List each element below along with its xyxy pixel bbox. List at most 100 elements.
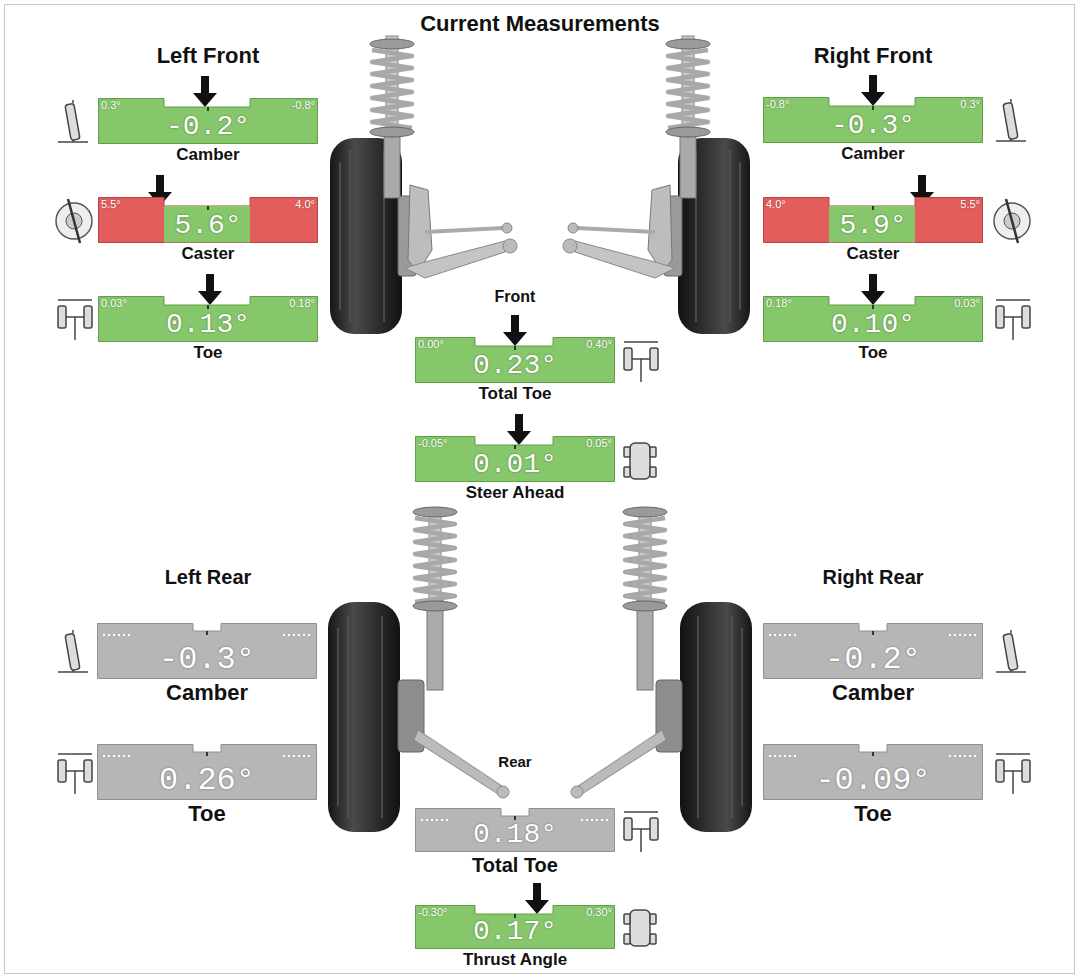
thrust-angle-icon [624, 910, 656, 946]
placeholder-dots [103, 755, 131, 757]
camber-icon [58, 630, 88, 672]
measurement-value: 0.26° [97, 765, 317, 797]
gauge-fill [416, 338, 615, 383]
range-limit: -0.30° [418, 906, 447, 919]
gauge-fill [416, 437, 615, 482]
range-limit: -0.8° [766, 98, 789, 111]
range-limit: 0.40° [586, 338, 612, 351]
gauge-box: 0.00°0.40°0.23°Total Toe [415, 337, 615, 404]
total-toe-icon [624, 342, 658, 382]
gauge-box: 0.3°-0.8°-0.2°Camber [98, 98, 318, 165]
placeholder-dots [769, 755, 797, 757]
range-limit: 0.30° [586, 906, 612, 919]
pointer-arrow [861, 274, 885, 305]
gauge-caption: Toe [77, 802, 337, 826]
gauge-box: -0.05°0.05°0.01°Steer Ahead [415, 436, 615, 503]
center-tick [207, 107, 209, 111]
pointer-arrow [507, 414, 531, 445]
measurement-value: 0.17° [415, 918, 615, 946]
rear-left-wheel [328, 507, 509, 832]
section-heading: Right Rear [723, 566, 1023, 588]
gauge-fill [99, 99, 318, 144]
steer-ahead-icon [624, 443, 656, 479]
toe-icon [58, 300, 92, 340]
gauge-box: 4.0°5.5°5.9°Caster [763, 197, 983, 264]
measurement-value: -0.3° [97, 644, 317, 676]
gauge-fill [764, 624, 983, 679]
measurement-value: 0.01° [415, 451, 615, 479]
gauge-caption: Thrust Angle [395, 951, 635, 970]
range-limit: 0.3° [960, 98, 980, 111]
gauge-box: -0.09°Toe [763, 744, 983, 827]
measurement-value: 5.9° [763, 212, 983, 240]
section-heading: Left Front [58, 44, 358, 68]
gauge-fill [98, 624, 317, 679]
gauge-caption: Toe [743, 344, 1003, 363]
pointer-arrow [861, 75, 885, 106]
front-left-wheel [330, 36, 517, 334]
range-limit: 4.0° [766, 198, 786, 211]
gauge-caption: Camber [743, 145, 1003, 164]
center-tick [514, 816, 516, 820]
gauge-box: -0.3°Camber [97, 623, 317, 706]
gauge-box: -0.8°0.3°-0.3°Camber [763, 97, 983, 164]
placeholder-dots [103, 634, 131, 636]
range-limit: -0.8° [292, 99, 315, 112]
range-limit: 5.5° [101, 198, 121, 211]
measurement-value: 0.10° [763, 311, 983, 339]
range-limit: 0.18° [289, 297, 315, 310]
section-heading: Rear [365, 754, 665, 771]
gauge-caption: Caster [78, 245, 338, 264]
gauge-box: 0.03°0.18°0.13°Toe [98, 296, 318, 363]
gauge-caption: Total Toe [395, 854, 635, 876]
range-limit: 0.00° [418, 338, 444, 351]
placeholder-dots [769, 634, 797, 636]
gauge-caption: Steer Ahead [395, 484, 635, 503]
toe-icon [996, 300, 1030, 340]
gauge-fill [764, 198, 983, 243]
gauge-fill [764, 98, 983, 143]
gauge-caption: Toe [743, 802, 1003, 826]
measurement-value: 0.18° [415, 821, 615, 849]
placeholder-dots [949, 634, 977, 636]
rear-right-wheel [571, 507, 752, 832]
section-heading: Front [365, 288, 665, 306]
center-tick [207, 206, 209, 210]
caster-icon [56, 199, 92, 243]
placeholder-dots [283, 755, 311, 757]
range-limit: 0.03° [954, 297, 980, 310]
placeholder-dots [581, 819, 609, 821]
pointer-arrow [503, 315, 527, 346]
camber-icon [996, 99, 1026, 141]
measurement-value: -0.3° [763, 112, 983, 140]
center-tick [872, 631, 874, 635]
section-heading: Right Front [723, 44, 1023, 68]
placeholder-dots [421, 819, 449, 821]
measurement-value: -0.2° [98, 113, 318, 141]
gauge-fill [99, 297, 318, 342]
placeholder-dots [283, 634, 311, 636]
gauge-caption: Camber [78, 146, 338, 165]
gauge-caption: Caster [743, 245, 1003, 264]
range-limit: 0.03° [101, 297, 127, 310]
range-limit: 0.18° [766, 297, 792, 310]
gauge-fill [416, 906, 615, 949]
pointer-arrow [193, 76, 217, 107]
range-limit: 5.5° [960, 198, 980, 211]
gauge-caption: Camber [77, 681, 337, 705]
gauge-fill [99, 198, 318, 243]
camber-icon [58, 100, 88, 142]
gauge-box: 0.18°Total Toe [415, 808, 615, 876]
gauge-box: -0.30°0.30°0.17°Thrust Angle [415, 905, 615, 970]
gauge-box: -0.2°Camber [763, 623, 983, 706]
caster-icon [994, 199, 1030, 243]
measurement-value: 5.6° [98, 212, 318, 240]
center-tick [206, 752, 208, 756]
range-limit: 4.0° [295, 198, 315, 211]
pointer-arrow [525, 883, 549, 914]
pointer-arrow [198, 274, 222, 305]
measurement-value: 0.13° [98, 311, 318, 339]
gauge-box: 5.5°4.0°5.6°Caster [98, 197, 318, 264]
toe-icon [996, 754, 1030, 794]
